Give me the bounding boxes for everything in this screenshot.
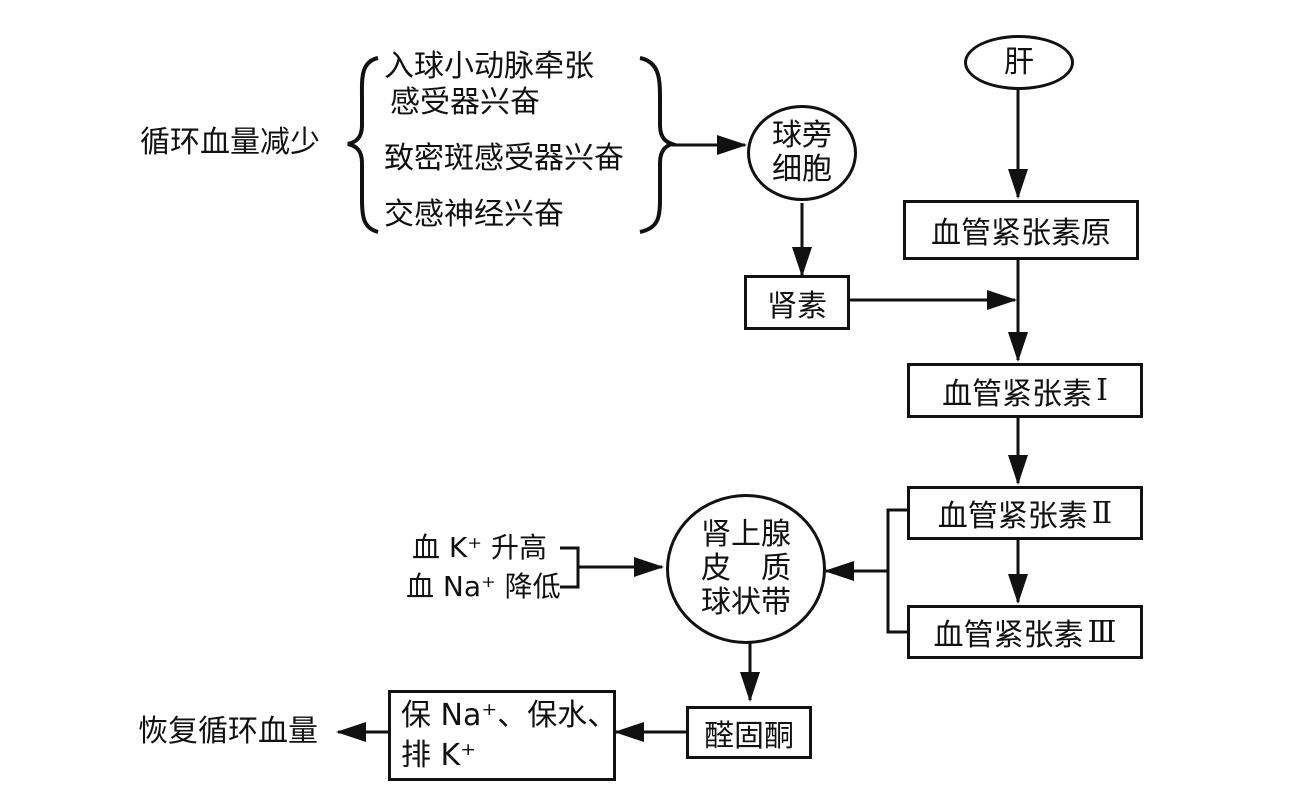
effect-node: 保 Na⁺、保水、 排 K⁺ [388, 690, 618, 781]
effect-line-2: 排 K⁺ [401, 737, 477, 773]
jg-cell-line-2: 细胞 [772, 152, 832, 187]
angiotensinogen-node: 血管紧张素原 [903, 200, 1139, 260]
left-brace [347, 56, 379, 234]
sodium-low-label: 血 Na⁺ 降低 [406, 570, 561, 603]
stimulus-item-3: 交感神经兴奋 [384, 197, 564, 232]
stimulus-item-1-line-1: 入球小动脉牵张 [384, 49, 594, 84]
liver-label: 肝 [1004, 44, 1034, 80]
angiotensinogen-label: 血管紧张素原 [931, 216, 1111, 251]
ang-bracket [886, 508, 907, 634]
adrenal-line-3: 球状带 [701, 585, 791, 620]
angiotensin-3-numeral: Ⅲ [1087, 614, 1117, 650]
liver-node: 肝 [964, 35, 1074, 90]
angiotensin-1-label: 血管紧张素 [942, 376, 1093, 412]
stimulus-item-1-line-2: 感受器兴奋 [390, 85, 540, 120]
outcome-label: 恢复循环血量 [138, 714, 318, 749]
potassium-high-label: 血 K⁺ 升高 [412, 531, 547, 564]
angiotensin-2-numeral: Ⅱ [1091, 495, 1113, 531]
adrenal-zona-glomerulosa-node: 肾上腺 皮 质 球状带 [666, 494, 826, 644]
renin-label: 肾素 [767, 288, 827, 324]
right-brace [639, 56, 679, 234]
aldosterone-label: 醛固酮 [704, 718, 794, 754]
adrenal-line-2: 皮 质 [701, 551, 791, 586]
jg-cell-line-1: 球旁 [772, 118, 832, 153]
aldosterone-node: 醛固酮 [686, 706, 812, 759]
jg-cell-node: 球旁 细胞 [747, 105, 857, 201]
electrolyte-bracket [560, 546, 580, 589]
stimulus-main-label: 循环血量减少 [140, 125, 320, 160]
angiotensin-3-label: 血管紧张素 [933, 618, 1084, 653]
stimulus-item-2: 致密斑感受器兴奋 [384, 141, 624, 176]
effect-line-1: 保 Na⁺、保水、 [401, 697, 618, 733]
angiotensin-2-label: 血管紧张素 [937, 499, 1088, 534]
adrenal-line-1: 肾上腺 [701, 517, 791, 552]
angiotensin-1-numeral: Ⅰ [1096, 373, 1108, 408]
renin-node: 肾素 [744, 275, 850, 330]
